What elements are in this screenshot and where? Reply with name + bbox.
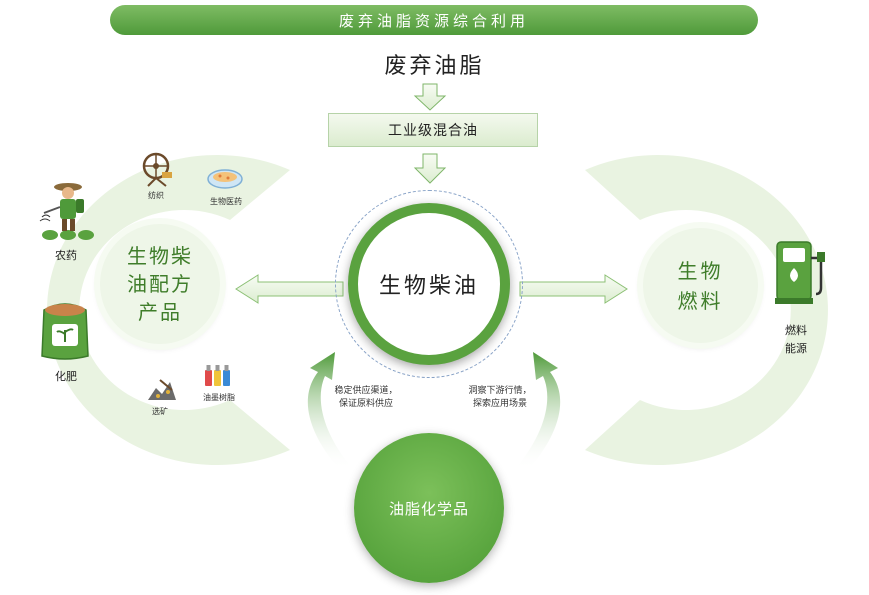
right-hub-line2: 燃料 [677, 288, 724, 313]
item-label-pesticide: 农药 [55, 249, 77, 262]
ink-bottles-icon [205, 365, 230, 386]
center-dashed-ring [335, 190, 523, 378]
left-curve-arrow [307, 352, 352, 470]
item-label-fertilizer: 化肥 [55, 370, 77, 383]
left-hub-line2: 油配方 [127, 272, 193, 296]
left-hub-line3: 产品 [138, 300, 182, 324]
left-note-line2: 保证原料供应 [338, 399, 393, 409]
center-node: 生物柴油 [348, 203, 510, 365]
right-arc-region [585, 155, 828, 466]
source-label: 废弃油脂 [384, 54, 485, 79]
right-hub-line1: 生物 [677, 258, 724, 283]
down-arrow-mid [413, 153, 447, 184]
banner-title: 废弃油脂资源综合利用 [110, 5, 758, 35]
right-hub-node: 生物 燃料 [643, 228, 758, 343]
intermediate-box: 工业级混合油 [328, 113, 538, 147]
farmer-spraying-icon [39, 183, 94, 240]
left-arc-region [47, 154, 290, 465]
left-curve-note: 稳定供应渠道， 保证原料供应 [326, 385, 406, 411]
fertilizer-bag-icon [41, 303, 89, 360]
item-label-ink-resin: 油墨树脂 [203, 393, 235, 402]
spinning-wheel-icon [142, 152, 172, 187]
item-label-textile: 纺织 [148, 191, 164, 200]
bottom-node: 油脂化学品 [354, 433, 504, 583]
right-curve-note: 洞察下游行情， 探索应用场景 [460, 385, 540, 411]
mining-icon [148, 379, 176, 400]
right-note-line2: 探索应用场景 [472, 399, 527, 409]
item-label-mineral-processing: 选矿 [152, 407, 168, 416]
right-note-line1: 洞察下游行情， [468, 386, 532, 396]
left-note-line1: 稳定供应渠道， [334, 386, 398, 396]
left-hub-line1: 生物柴 [127, 244, 193, 268]
fuel-energy-line2: 能源 [785, 342, 807, 355]
fuel-pump-icon [775, 241, 825, 304]
down-arrow-top [413, 83, 447, 111]
right-curve-arrow [516, 352, 561, 470]
fuel-energy-line1: 燃料 [785, 324, 807, 337]
left-arrow [235, 274, 344, 304]
left-hub-node: 生物柴 油配方 产品 [100, 224, 220, 344]
petri-dish-icon [207, 169, 243, 189]
item-label-biomedicine: 生物医药 [210, 197, 242, 206]
right-arrow [519, 274, 628, 304]
item-label-fuel-energy: 燃料 能源 [774, 322, 818, 358]
